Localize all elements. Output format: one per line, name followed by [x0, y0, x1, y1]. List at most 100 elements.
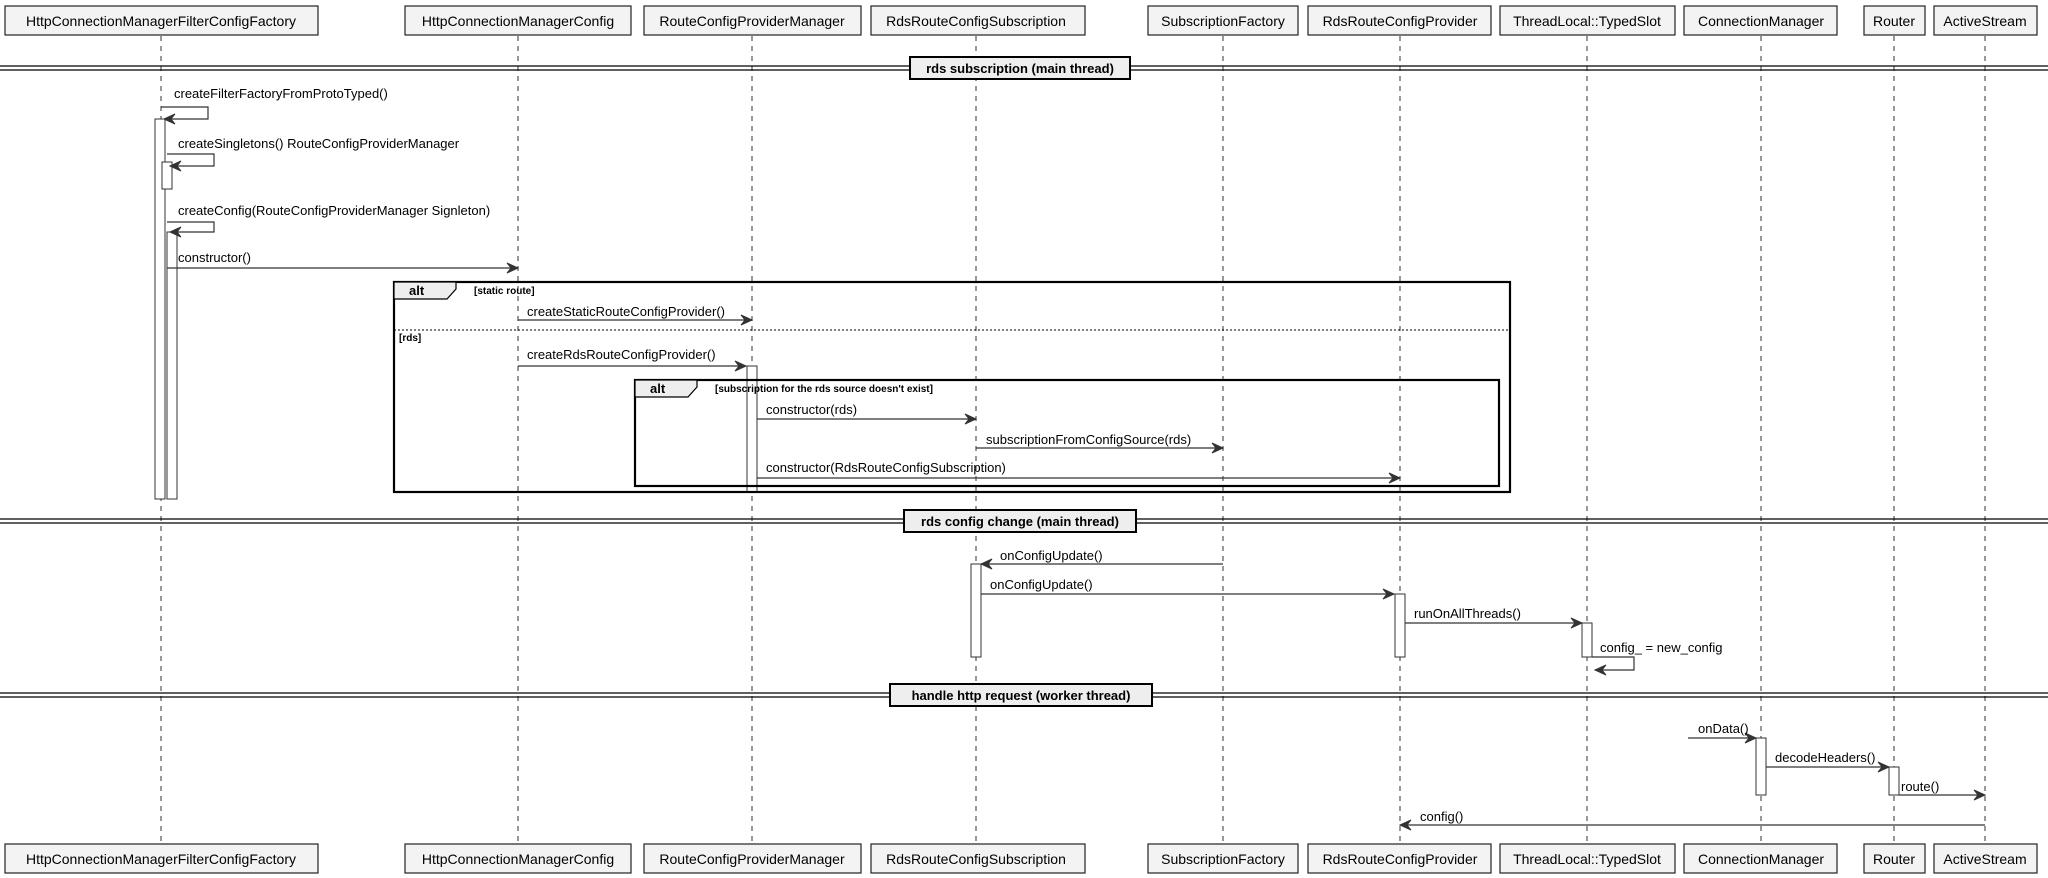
- participant-label-rdsrcp-top: RdsRouteConfigProvider: [1323, 13, 1478, 29]
- alt-condition: [subscription for the rds source doesn't…: [715, 384, 933, 395]
- participant-box-tls-bottom: [1499, 843, 1676, 874]
- alt-frame: [633, 378, 1501, 488]
- message-label: constructor(RdsRouteConfigSubscription): [766, 460, 1006, 475]
- alt-frame-tab: [634, 379, 698, 398]
- participant-box-as-bottom: [1933, 843, 2038, 874]
- arrowhead-icon: [506, 262, 520, 274]
- activation-bar: [166, 231, 178, 500]
- participant-box-rdsrcs-top: [870, 5, 1086, 36]
- activation-bar: [1888, 766, 1900, 796]
- self-message-arrow: [161, 106, 209, 120]
- message-label: onData(): [1698, 721, 1749, 736]
- participant-label-tls-top: ThreadLocal::TypedSlot: [1513, 13, 1661, 29]
- participant-box-cm-bottom: [1683, 843, 1838, 874]
- message-label: onConfigUpdate(): [990, 577, 1093, 592]
- activation-bar: [1755, 737, 1767, 796]
- self-message-arrow: [1592, 656, 1635, 671]
- self-message-arrow: [167, 221, 215, 233]
- alt-condition: [rds]: [399, 333, 421, 344]
- message-label: runOnAllThreads(): [1414, 606, 1521, 621]
- participant-box-rdsrcp-bottom: [1307, 843, 1492, 874]
- participant-box-hcmc-bottom: [404, 843, 632, 874]
- message-label: createConfig(RouteConfigProviderManager …: [178, 203, 490, 218]
- arrowhead-icon: [1570, 617, 1584, 629]
- arrowhead-icon: [1744, 732, 1758, 744]
- participant-label-rcpm-bottom: RouteConfigProviderManager: [659, 851, 845, 867]
- arrowhead-icon: [964, 413, 978, 425]
- self-message-arrow: [167, 153, 215, 167]
- alt-frame-keyword: alt: [409, 283, 425, 298]
- alt-condition: [static route]: [474, 286, 535, 297]
- message-label: createStaticRouteConfigProvider(): [527, 304, 725, 319]
- alt-frame: [392, 280, 1512, 494]
- arrowhead-icon: [168, 226, 182, 238]
- participant-label-cm-top: ConnectionManager: [1698, 13, 1824, 29]
- participant-label-hcmfcf-top: HttpConnectionManagerFilterConfigFactory: [26, 13, 296, 29]
- participant-label-as-top: ActiveStream: [1943, 13, 2026, 29]
- participant-label-cm-bottom: ConnectionManager: [1698, 851, 1824, 867]
- participant-box-hcmc-top: [404, 5, 632, 36]
- arrowhead-icon: [740, 314, 754, 326]
- participant-label-tls-bottom: ThreadLocal::TypedSlot: [1513, 851, 1661, 867]
- message-label: decodeHeaders(): [1775, 750, 1875, 765]
- participant-label-hcmfcf-bottom: HttpConnectionManagerFilterConfigFactory: [26, 851, 296, 867]
- alt-frame-tab: [393, 281, 457, 300]
- arrowhead-icon: [1382, 588, 1396, 600]
- arrowhead-icon: [1877, 761, 1891, 773]
- participant-box-hcmfcf-bottom: [4, 843, 319, 874]
- section-label: rds config change (main thread): [921, 514, 1119, 529]
- message-label: subscriptionFromConfigSource(rds): [986, 432, 1191, 447]
- activation-bar: [1581, 622, 1593, 658]
- section-label-box: [889, 683, 1153, 707]
- section-label: rds subscription (main thread): [926, 61, 1114, 76]
- message-label: config_ = new_config: [1600, 640, 1723, 655]
- arrowhead-icon: [1973, 789, 1987, 801]
- participant-label-rdsrcs-bottom: RdsRouteConfigSubscription: [886, 851, 1066, 867]
- message-label: constructor(rds): [766, 402, 857, 417]
- message-label: createSingletons() RouteConfigProviderMa…: [178, 136, 460, 151]
- participant-box-rdsrcs-bottom: [870, 843, 1086, 874]
- section-label: handle http request (worker thread): [912, 688, 1131, 703]
- participant-label-hcmc-top: HttpConnectionManagerConfig: [422, 13, 614, 29]
- participant-label-rdsrcs-top: RdsRouteConfigSubscription: [886, 13, 1066, 29]
- arrowhead-icon: [1398, 819, 1412, 831]
- participant-label-router-bottom: Router: [1873, 851, 1915, 867]
- participant-label-rdsrcp-bottom: RdsRouteConfigProvider: [1323, 851, 1478, 867]
- participant-box-rcpm-bottom: [643, 843, 862, 874]
- participant-box-router-bottom: [1863, 843, 1926, 874]
- section-label-box: [909, 56, 1131, 80]
- arrowhead-icon: [734, 360, 748, 372]
- participant-label-subfac-top: SubscriptionFactory: [1161, 13, 1285, 29]
- participant-box-subfac-top: [1147, 5, 1299, 36]
- participant-label-rcpm-top: RouteConfigProviderManager: [659, 13, 845, 29]
- message-label: constructor(): [178, 250, 251, 265]
- arrowhead-icon: [162, 113, 176, 125]
- participant-label-hcmc-bottom: HttpConnectionManagerConfig: [422, 851, 614, 867]
- message-label: onConfigUpdate(): [1000, 548, 1103, 563]
- section-label-box: [903, 509, 1137, 533]
- message-label: createFilterFactoryFromProtoTyped(): [174, 86, 388, 101]
- participant-box-subfac-bottom: [1147, 843, 1299, 874]
- activation-bar: [161, 161, 173, 190]
- participant-box-hcmfcf-top: [4, 5, 319, 36]
- activation-bar: [154, 118, 166, 500]
- participant-label-subfac-bottom: SubscriptionFactory: [1161, 851, 1285, 867]
- participant-label-router-top: Router: [1873, 13, 1915, 29]
- alt-frame-keyword: alt: [650, 381, 666, 396]
- arrowhead-icon: [168, 160, 182, 172]
- participant-box-tls-top: [1499, 5, 1676, 36]
- arrowhead-icon: [1593, 664, 1607, 676]
- activation-bar: [970, 563, 982, 658]
- message-label: route(): [1901, 779, 1939, 794]
- participant-box-router-top: [1863, 5, 1926, 36]
- message-label: createRdsRouteConfigProvider(): [527, 347, 716, 362]
- arrowhead-icon: [979, 558, 993, 570]
- message-label: config(): [1420, 809, 1463, 824]
- arrowhead-icon: [1211, 442, 1225, 454]
- participant-box-rcpm-top: [643, 5, 862, 36]
- participant-box-rdsrcp-top: [1307, 5, 1492, 36]
- participant-box-as-top: [1933, 5, 2038, 36]
- activation-bar: [1394, 593, 1406, 658]
- participant-box-cm-top: [1683, 5, 1838, 36]
